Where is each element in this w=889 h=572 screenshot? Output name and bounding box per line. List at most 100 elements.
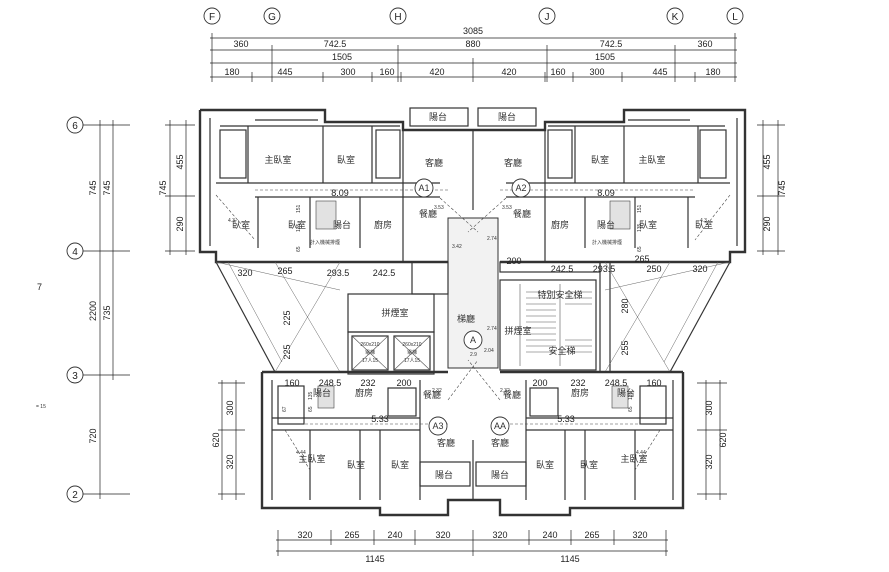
dim-diag-1: 3.53 [434,205,444,211]
dim-mid-5: 242.5 [551,264,574,274]
dim-small-low-5: 65 [628,406,634,412]
room-bedroom-9: 臥室 [536,459,554,470]
elev-spec-b3: 17人15 [404,358,420,364]
dim-span-low-1: 5.33 [371,414,389,424]
room-balcony-5: 陽台 [313,387,331,398]
room-bedroom-3: 臥室 [232,219,250,230]
dim-top3-10: 180 [705,67,720,77]
misc-mark-2: = 15 [36,404,46,410]
dim-diag-11: 4.3 [700,218,707,224]
dim-total: 3085 [463,26,483,36]
room-balcony-8: 陽台 [491,469,509,480]
dim-small-low-2: 135 [308,391,314,400]
dim-top1-4: 742.5 [600,39,623,49]
dim-side-2: 225 [282,344,292,359]
room-bedroom-2: 臥室 [591,154,609,165]
dim-low-1: 160 [284,378,299,388]
dim-mid-3: 293.5 [327,268,350,278]
dim-bot1-8: 320 [632,530,647,540]
dim-small-3: 65 [296,246,302,252]
room-lobby: 梯廳 [457,313,475,324]
dim-mid-6: 293.5 [593,264,616,274]
dim-top3-5: 420 [429,67,444,77]
dim-small-6: 65 [637,246,643,252]
room-dining-3: 餐廳 [423,389,441,400]
dim-top1-2: 742.5 [324,39,347,49]
room-bedroom-8: 臥室 [391,459,409,470]
dim-right-300: 300 [704,400,714,415]
grid-label-F: F [209,12,215,23]
dim-small-low-3: 65 [308,406,314,412]
dim-right-620: 620 [718,432,728,447]
dim-side-3: 280 [620,298,630,313]
dim-small-1: 151 [296,204,302,213]
dim-top1-3: 880 [465,39,480,49]
dim-bot1-6: 240 [542,530,557,540]
dim-low-6: 232 [570,378,585,388]
dim-low-8: 160 [646,378,661,388]
unit-A1: A1 [418,183,429,193]
room-bedroom-5: 臥室 [639,219,657,230]
dim-left-455: 455 [175,154,185,169]
dim-mid-7: 265 [634,254,649,264]
dim-diag-13: 4.44 [636,450,646,456]
grid-bubbles-left: 6 4 3 2 745 2200 720 745 735 745 455 290… [36,116,245,503]
room-kitchen-4: 廚房 [571,387,589,398]
dim-right-290: 290 [762,216,772,231]
dim-bot2-1: 1145 [365,554,384,564]
dim-top1-1: 360 [233,39,248,49]
dim-diag-2: 3.53 [502,205,512,211]
note-machine-2: 計入機械排煙 [592,239,622,246]
dim-left-inner-745: 745 [102,180,112,195]
dim-small-4: 151 [637,204,643,213]
room-trash-1: 拼煙室 [381,307,408,318]
dim-mid-8: 250 [646,264,661,274]
dim-diag-4: 3.42 [452,244,462,250]
dim-diag-14: 200 [506,256,521,266]
dim-left-300: 300 [225,400,235,415]
room-balcony-7: 陽台 [435,469,453,480]
room-bedroom-6: 臥室 [695,219,713,230]
dim-diag-10: 4.3 [228,218,235,224]
grid-label-G: G [268,12,276,23]
dim-diag-12: 4.44 [296,450,306,456]
dim-left-720: 720 [88,428,98,443]
room-living-2: 客廳 [504,157,522,168]
dim-bot1-2: 265 [344,530,359,540]
dim-span-2: 8.09 [597,188,615,198]
dim-top3-1: 180 [224,67,239,77]
dim-top3-9: 445 [652,67,667,77]
dim-top3-8: 300 [589,67,604,77]
dim-span-1: 8.09 [331,188,349,198]
dim-right-455: 455 [762,154,772,169]
room-stair-low: 安全梯 [548,345,575,356]
room-labels: 陽台 陽台 客廳 客廳 主臥室 主臥室 臥室 臥室 臥室 臥室 臥室 臥室 陽台… [232,111,713,480]
dim-top3-4: 160 [379,67,394,77]
dim-left-2200: 2200 [88,301,98,321]
room-master-3: 主臥室 [298,453,325,464]
dim-bot1-7: 265 [584,530,599,540]
room-master-1: 主臥室 [264,154,291,165]
dim-diag-9: 2.32 [500,388,510,394]
grid-label-H: H [394,12,401,23]
elev-spec-b1: 260x210 [402,342,421,348]
grid-label-6: 6 [72,121,78,132]
room-living-1: 客廳 [425,157,443,168]
dim-left-inner-735: 735 [102,305,112,320]
dim-top1-5: 360 [697,39,712,49]
room-bedroom-7: 臥室 [347,459,365,470]
elev-spec-a1: 260x210 [360,342,379,348]
room-balcony-1: 陽台 [429,111,447,122]
grid-label-2: 2 [72,490,78,501]
unit-AA: AA [494,421,506,431]
dim-right-745: 745 [777,180,787,195]
room-master-4: 主臥室 [620,453,647,464]
room-bedroom-10: 臥室 [580,459,598,470]
dimension-bottom: 320 265 240 320 320 240 265 320 1145 114… [276,530,668,564]
dim-bot1-4: 320 [435,530,450,540]
dim-left-745b: 745 [158,180,168,195]
dim-top2-1: 1505 [332,52,352,62]
dim-mid-4: 242.5 [373,268,396,278]
elev-spec-a3: 17人15 [362,358,378,364]
dim-mid-2: 265 [277,266,292,276]
